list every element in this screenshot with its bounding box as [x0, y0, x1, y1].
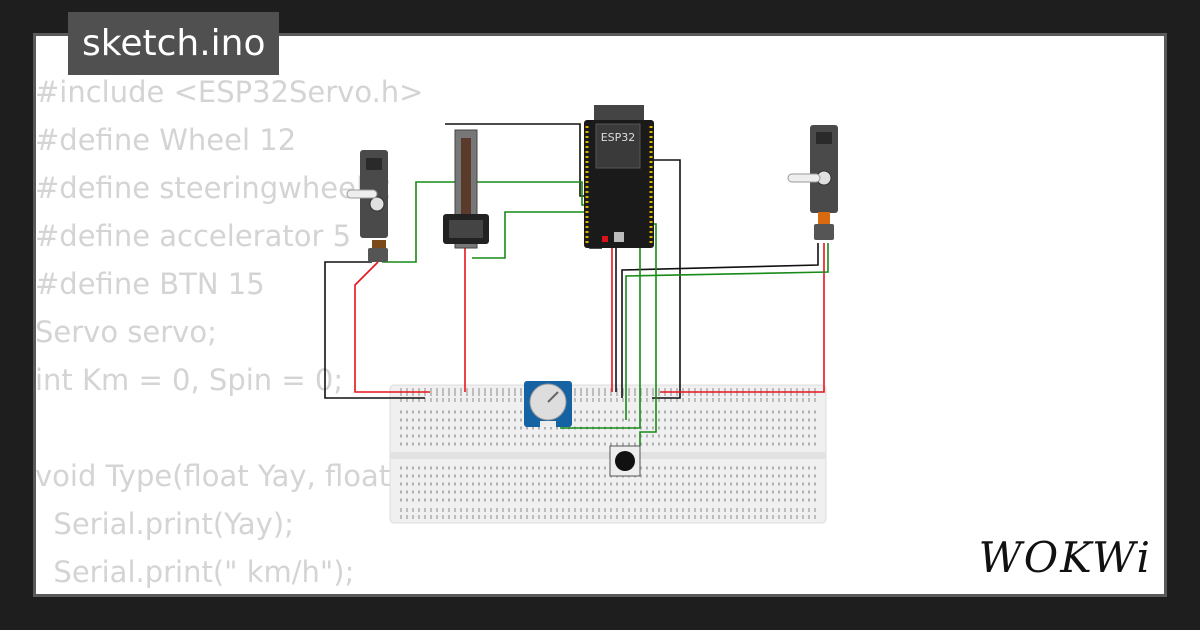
code-line: #define BTN 15 [35, 267, 265, 301]
code-line: #define Wheel 12 [35, 123, 297, 157]
board-label: ESP32 [601, 131, 636, 144]
slide-potentiometer-icon[interactable] [443, 129, 489, 249]
code-line: #include <ESP32Servo.h> [35, 75, 424, 109]
code-line: int Km = 0, Spin = 0; [35, 363, 344, 397]
code-line: Serial.print(" km/h"); [35, 555, 355, 589]
pushbutton-icon[interactable] [609, 445, 641, 477]
breadboard-icon[interactable] [389, 384, 827, 524]
file-tab[interactable]: sketch.ino [68, 12, 280, 75]
servo-right-icon[interactable] [787, 125, 838, 240]
servo-left-icon[interactable] [346, 150, 388, 262]
code-line: #define accelerator 5 [35, 219, 352, 253]
code-line: Serial.print(Yay); [35, 507, 294, 541]
brand-logo: WOKWi [978, 533, 1152, 582]
potentiometer-icon[interactable] [524, 381, 572, 427]
code-line: Servo servo; [35, 315, 217, 349]
esp32-board-icon[interactable]: ESP32 [584, 105, 654, 248]
